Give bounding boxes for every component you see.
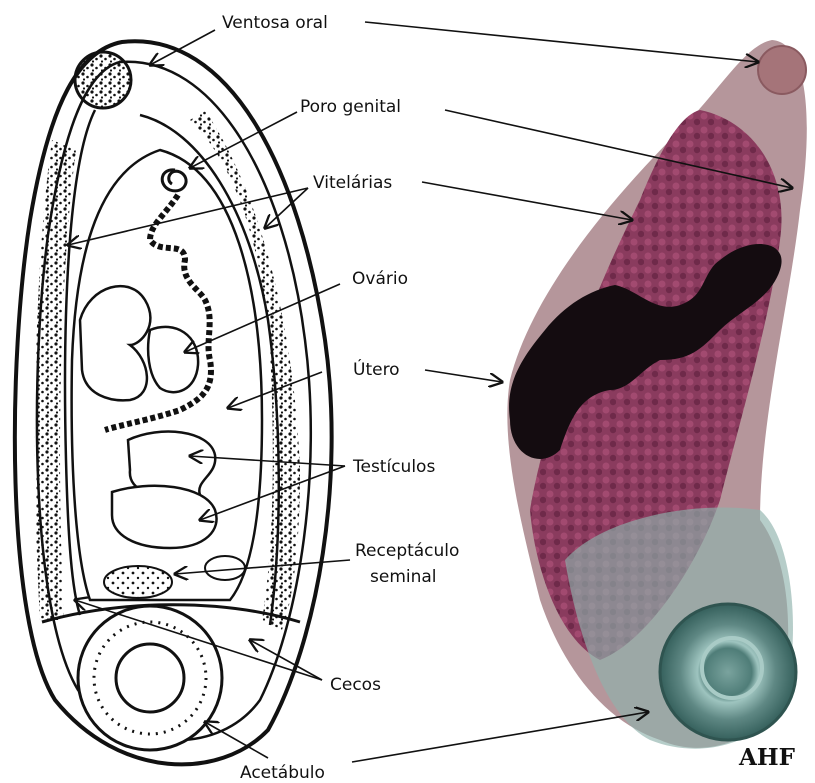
label-acetabulo: Acetábulo	[240, 763, 325, 783]
pointer-vitelarias-right	[422, 182, 632, 220]
label-receptaculo-line1: Receptáculo	[355, 541, 459, 561]
oral-sucker	[75, 52, 131, 108]
label-poro-genital: Poro genital	[300, 97, 401, 117]
pointer-utero-right	[425, 370, 502, 382]
label-ovario: Ovário	[352, 269, 408, 289]
label-vitelarias: Vitelárias	[313, 173, 392, 193]
testis-posterior	[112, 486, 217, 548]
label-utero: Útero	[353, 358, 400, 380]
label-testiculos: Testículos	[352, 457, 435, 477]
acetabulum-inner	[116, 644, 184, 712]
label-ventosa-oral: Ventosa oral	[222, 13, 328, 33]
label-cecos: Cecos	[330, 675, 381, 695]
pointer-acetabulo-right	[352, 712, 648, 762]
schematic-drawing	[15, 41, 332, 764]
label-receptaculo-line2: seminal	[370, 567, 437, 587]
specimen-photo	[507, 40, 806, 749]
ovary-lobe	[148, 327, 198, 392]
pointer-ventosa-right	[365, 22, 758, 62]
specimen-oral-sucker	[758, 46, 806, 94]
specimen-acetabulum	[660, 604, 796, 740]
watermark-ahf: AHF	[738, 744, 796, 771]
seminal-receptacle	[104, 566, 172, 598]
